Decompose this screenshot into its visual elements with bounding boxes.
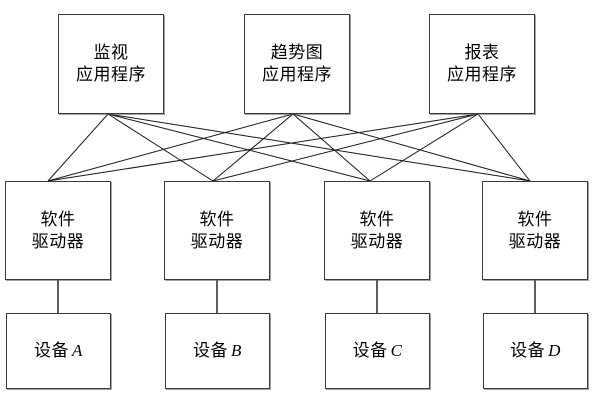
app-monitor-line1: 监视: [93, 43, 129, 63]
app-node-monitor[interactable]: 监视 应用程序: [58, 14, 164, 114]
app-report-line1: 报表: [464, 43, 500, 63]
app-node-trend[interactable]: 趋势图 应用程序: [244, 14, 350, 114]
app-report-line2: 应用程序: [447, 65, 517, 84]
app-node-report[interactable]: 报表 应用程序: [429, 14, 535, 114]
driver-node-d[interactable]: 软件 驱动器: [482, 181, 588, 280]
app-monitor-line2: 应用程序: [76, 65, 146, 84]
driver-a-line1: 软件: [40, 209, 76, 229]
driver-d-line1: 软件: [517, 209, 553, 229]
device-a-letter: A: [72, 341, 83, 361]
device-d-text: 设备: [510, 341, 546, 361]
driver-a-line2: 驱动器: [31, 231, 85, 251]
device-b-letter: B: [231, 341, 242, 361]
device-d-letter: D: [548, 341, 561, 361]
driver-b-line1: 软件: [199, 209, 235, 229]
device-b-text: 设备: [193, 341, 229, 361]
app-trend-line1: 趋势图: [270, 43, 324, 63]
driver-c-line2: 驱动器: [350, 231, 404, 251]
device-c-text: 设备: [352, 341, 388, 361]
driver-node-c[interactable]: 软件 驱动器: [324, 181, 430, 280]
driver-b-line2: 驱动器: [190, 231, 244, 251]
driver-d-line2: 驱动器: [508, 231, 562, 251]
driver-c-line1: 软件: [359, 209, 395, 229]
device-c-letter: C: [390, 341, 403, 361]
driver-node-b[interactable]: 软件 驱动器: [164, 181, 270, 280]
app-trend-line2: 应用程序: [262, 65, 332, 84]
device-a-text: 设备: [34, 341, 70, 361]
driver-node-a[interactable]: 软件 驱动器: [5, 181, 111, 280]
